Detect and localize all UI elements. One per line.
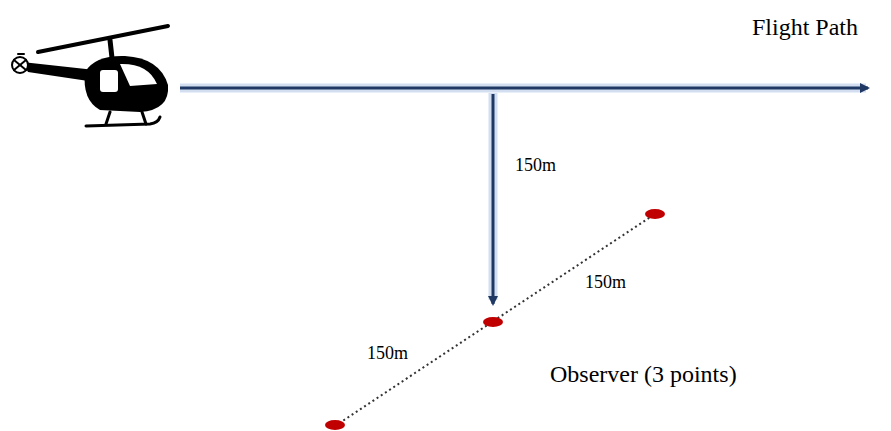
observer-point <box>645 209 665 219</box>
flight-path-label: Flight Path <box>752 14 858 42</box>
dimension-label: 150m <box>585 272 626 293</box>
observer-line <box>335 214 655 426</box>
dimension-label: 150m <box>367 343 408 364</box>
dimension-label: 150m <box>515 155 556 176</box>
helicopter-icon <box>12 26 168 126</box>
flight-path-arrow <box>180 87 868 90</box>
distance-arrow <box>492 94 495 304</box>
observer-label: Observer (3 points) <box>550 361 737 389</box>
observer-point <box>325 420 345 430</box>
observer-point <box>483 317 503 327</box>
